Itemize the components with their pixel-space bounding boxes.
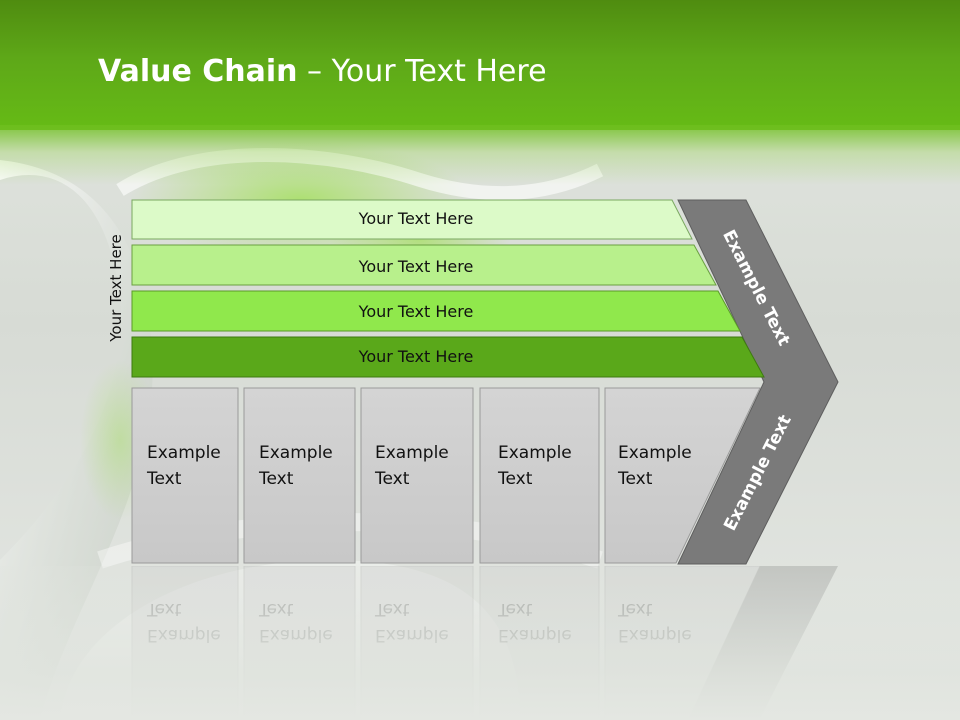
- bar-2: [131, 244, 717, 286]
- side-label: Your Text Here: [107, 234, 125, 342]
- box-1: [131, 387, 239, 564]
- title-bold: Value Chain: [98, 54, 298, 89]
- reflection-fade: [0, 566, 960, 720]
- bar-1: [131, 199, 693, 240]
- bar-1-label: Your Text Here: [358, 209, 474, 228]
- slide-title: Value Chain – Your Text Here: [98, 54, 547, 89]
- bar-4: [131, 336, 765, 378]
- box-2: [243, 387, 356, 564]
- title-rest: – Your Text Here: [297, 54, 547, 89]
- box-5-line2: Text: [618, 469, 653, 489]
- bar-4-label: Your Text Here: [358, 347, 474, 366]
- box-4-line1: Example: [498, 443, 572, 463]
- box-2-line2: Text: [259, 469, 294, 489]
- box-5: [604, 387, 761, 564]
- title-bar-fade: [0, 125, 960, 185]
- box-3: [360, 387, 474, 564]
- box-4-line2: Text: [498, 469, 533, 489]
- box-4-label: Example Text: [498, 440, 588, 492]
- bar-3: [131, 290, 741, 332]
- box-5-label: Example Text: [618, 440, 708, 492]
- box-5-line1: Example: [618, 443, 692, 463]
- box-4: [479, 387, 600, 564]
- title-bar: [0, 0, 960, 130]
- chevron-arrow: [677, 199, 839, 565]
- bar-3-label: Your Text Here: [358, 302, 474, 321]
- box-1-label: Example Text: [147, 440, 237, 492]
- box-2-line1: Example: [259, 443, 333, 463]
- bar-2-label: Your Text Here: [358, 257, 474, 276]
- box-3-line1: Example: [375, 443, 449, 463]
- box-2-label: Example Text: [259, 440, 349, 492]
- box-1-line2: Text: [147, 469, 182, 489]
- box-1-line1: Example: [147, 443, 221, 463]
- box-3-label: Example Text: [375, 440, 465, 492]
- box-3-line2: Text: [375, 469, 410, 489]
